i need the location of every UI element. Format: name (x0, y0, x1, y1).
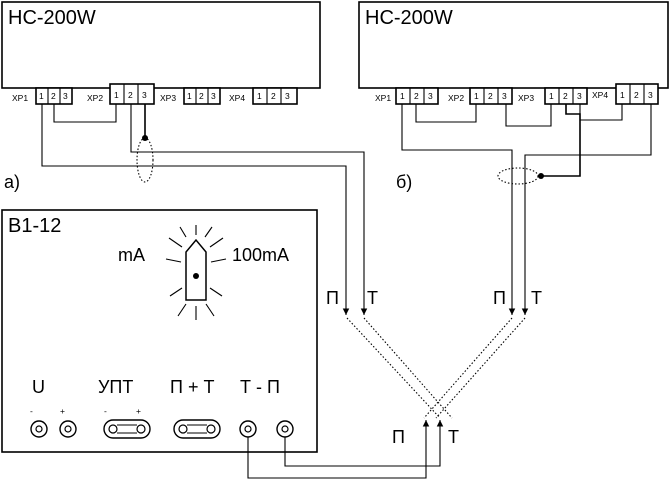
svg-text:1: 1 (400, 91, 405, 101)
right-xp1-label: XP1 (375, 93, 391, 103)
right-wire-label-t: Т (531, 288, 542, 308)
label-variant-a: а) (4, 172, 20, 192)
bottom-wire-label-t: Т (448, 427, 459, 447)
right-xp3-label: XP3 (518, 93, 534, 103)
right-wiring (401, 104, 652, 315)
right-xp2-label: XP2 (448, 93, 464, 103)
left-shield-ellipse (136, 137, 154, 183)
right-xp4-terminal: 1 2 3 (615, 83, 659, 105)
left-device-title: HC-200W (8, 7, 96, 29)
u-minus: - (30, 406, 33, 416)
label-upt: УПТ (98, 377, 133, 397)
range-switch-knob[interactable] (165, 225, 227, 320)
right-xp3-terminal: 1 2 3 (544, 87, 588, 105)
left-xp3-terminal: 1 2 3 (183, 87, 221, 105)
upt-minus: - (104, 406, 107, 416)
label-u: U (32, 377, 45, 397)
svg-text:3: 3 (428, 91, 433, 101)
dotted-connections (346, 317, 526, 419)
right-device-title: HC-200W (365, 7, 453, 29)
left-xp1-terminal: 1 2 3 (35, 87, 73, 105)
left-wire-label-t: Т (367, 288, 378, 308)
svg-text:1: 1 (620, 90, 625, 100)
u-plus-terminal[interactable] (59, 420, 77, 438)
svg-text:2: 2 (271, 91, 276, 101)
bottom-wire-label-p: П (392, 427, 405, 447)
svg-text:3: 3 (502, 91, 507, 101)
upt-terminals[interactable] (103, 419, 151, 439)
svg-text:1: 1 (257, 91, 262, 101)
svg-text:1: 1 (187, 91, 192, 101)
switch-rays-icon (165, 225, 227, 320)
t-minus-p-terminal-right[interactable] (276, 420, 294, 438)
upt-plus: + (136, 406, 141, 416)
svg-text:3: 3 (648, 90, 653, 100)
right-shield-ellipse (497, 167, 539, 185)
left-xp2-label: XP2 (87, 93, 103, 103)
svg-text:2: 2 (563, 91, 568, 101)
meter-body (1, 209, 318, 453)
svg-text:3: 3 (577, 91, 582, 101)
left-xp4-terminal: 1 2 3 (252, 87, 298, 105)
left-wire-label-p: П (326, 288, 339, 308)
label-t-minus-p: Т - П (240, 377, 280, 397)
left-device: HC-200W XP1 XP2 XP3 XP4 1 2 3 1 2 3 (1, 1, 321, 105)
svg-text:2: 2 (199, 91, 204, 101)
svg-text:3: 3 (142, 90, 147, 100)
svg-text:1: 1 (39, 91, 44, 101)
t-minus-p-terminal-left[interactable] (239, 420, 257, 438)
label-variant-b: б) (396, 172, 412, 192)
right-xp1-terminal: 1 2 3 (395, 87, 439, 105)
svg-text:1: 1 (114, 90, 119, 100)
svg-text:1: 1 (474, 91, 479, 101)
meter-output-wiring (247, 420, 444, 479)
meter-title: В1-12 (8, 215, 61, 237)
svg-text:3: 3 (63, 91, 68, 101)
left-xp1-label: XP1 (12, 93, 28, 103)
p-plus-t-terminals[interactable] (173, 419, 221, 439)
svg-text:1: 1 (549, 91, 554, 101)
right-xp4-label: XP4 (592, 90, 608, 100)
svg-text:2: 2 (414, 91, 419, 101)
svg-text:2: 2 (488, 91, 493, 101)
svg-text:3: 3 (211, 91, 216, 101)
u-plus: + (60, 406, 65, 416)
right-device: HC-200W XP1 XP2 XP3 XP4 1 2 3 1 2 3 1 (358, 1, 669, 105)
right-device-body (358, 1, 669, 89)
right-xp2-terminal: 1 2 3 (469, 87, 513, 105)
left-wiring (41, 104, 368, 315)
left-xp2-terminal: 1 2 3 (109, 83, 155, 105)
svg-text:3: 3 (285, 91, 290, 101)
right-wire-label-p: П (493, 288, 506, 308)
svg-text:2: 2 (51, 91, 56, 101)
left-xp4-label: XP4 (229, 93, 245, 103)
meter-range-right: 100mA (232, 245, 289, 265)
meter-range-left: mA (118, 245, 145, 265)
left-device-body (1, 1, 321, 89)
meter: В1-12 mA 100mA U УПТ П (1, 209, 318, 453)
left-xp3-label: XP3 (160, 93, 176, 103)
svg-text:2: 2 (634, 90, 639, 100)
label-p-plus-t: П + Т (170, 377, 214, 397)
u-minus-terminal[interactable] (30, 420, 48, 438)
svg-text:2: 2 (128, 90, 133, 100)
